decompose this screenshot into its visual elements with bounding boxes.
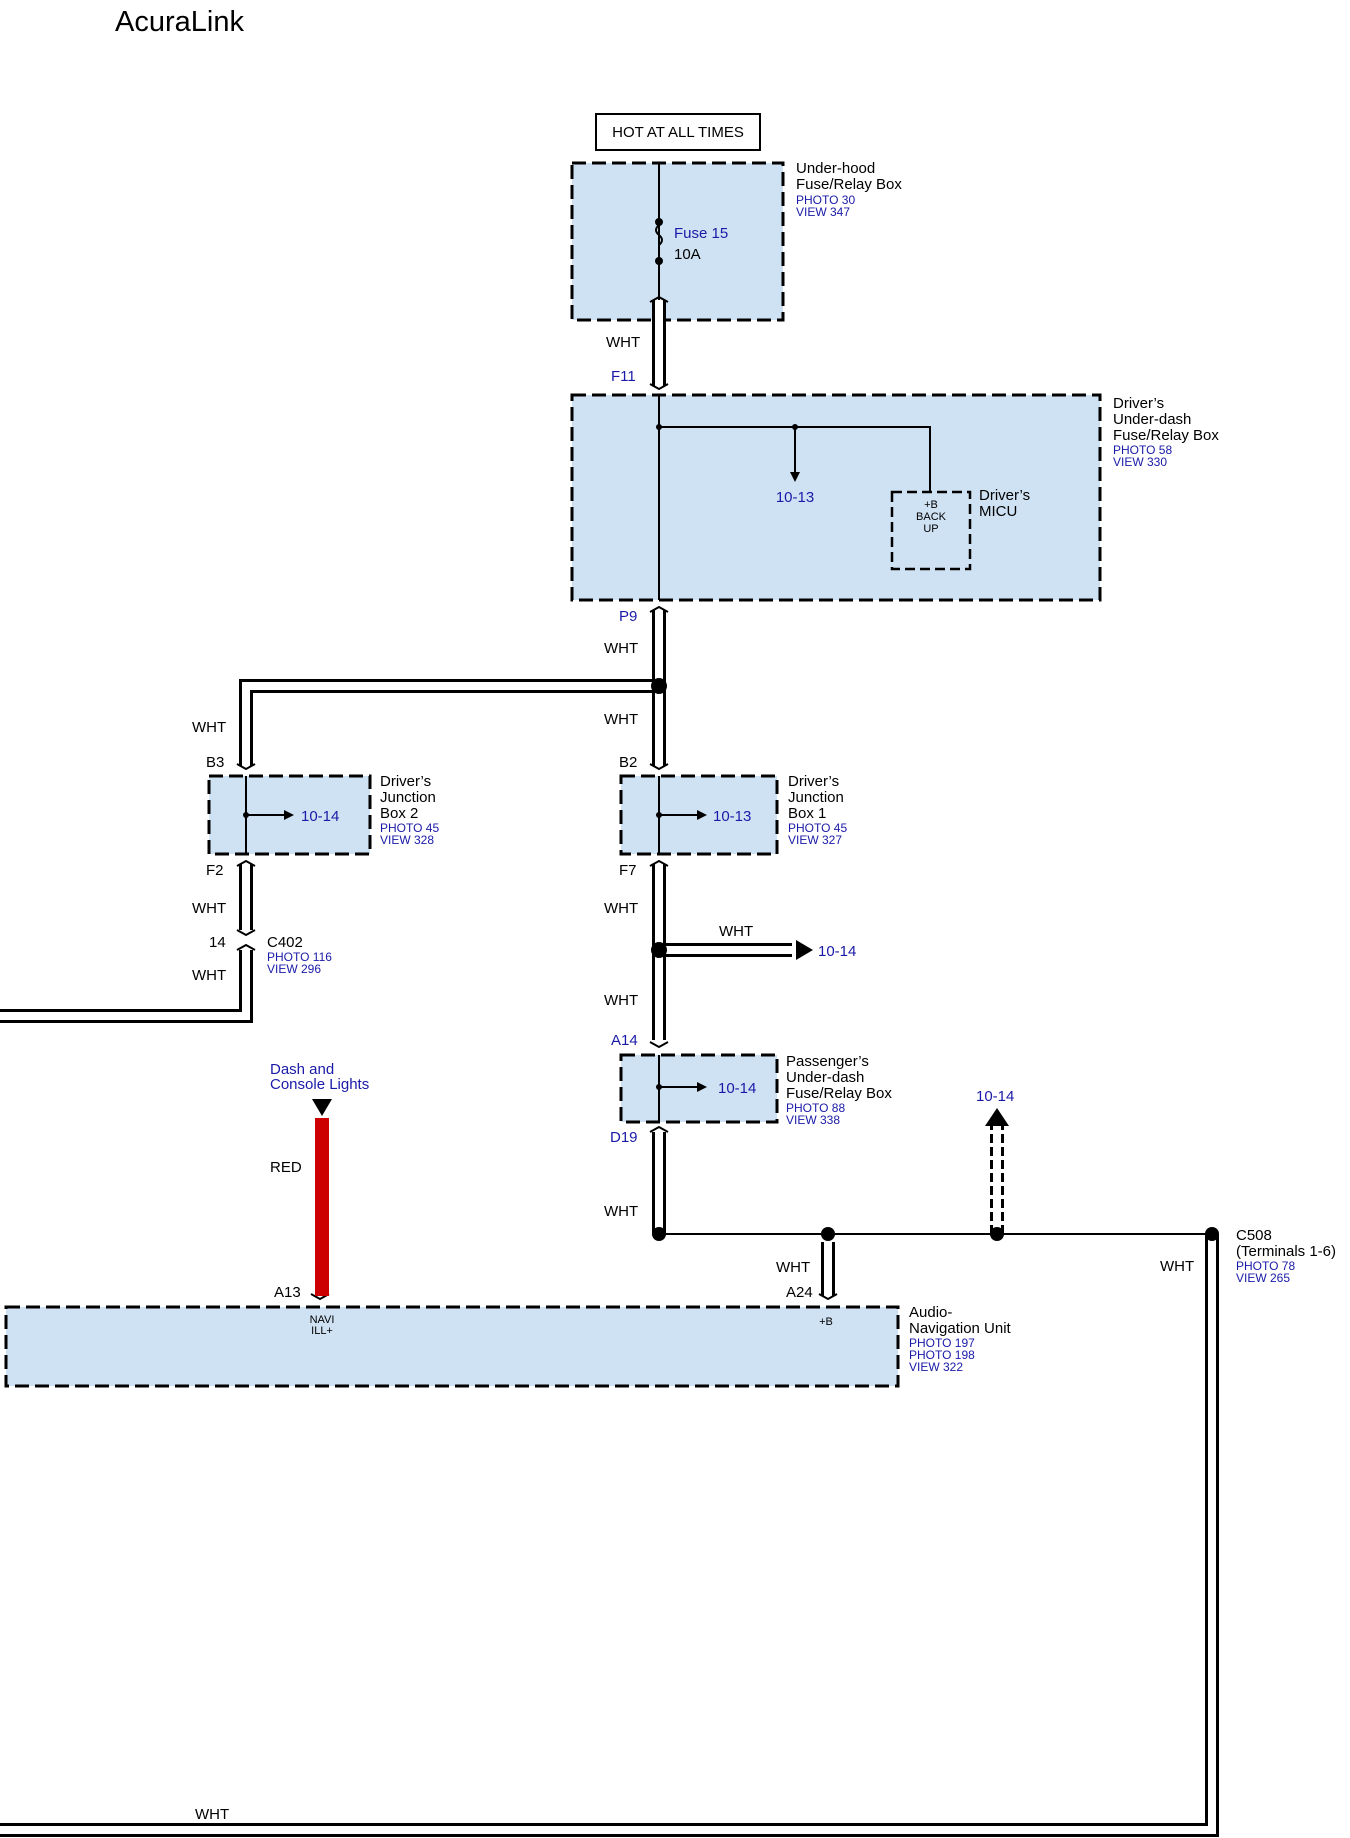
wht-wires [0, 300, 1219, 1837]
jb1-ref: 10-13 [713, 808, 751, 825]
hot-label: HOT AT ALL TIMES [612, 124, 744, 141]
c402-photo: PHOTO 116 [267, 950, 332, 964]
jb1-name-3: Box 1 [788, 805, 826, 822]
micu-name-1: Driver’s [979, 487, 1030, 504]
passenger-name-2: Under-dash [786, 1069, 864, 1086]
jb1-photo: PHOTO 45 [788, 821, 847, 835]
audio-navigation-unit [4, 1305, 900, 1388]
pin-navi-1: NAVI [310, 1314, 335, 1326]
jb1-name-1: Driver’s [788, 773, 839, 790]
passenger-name-1: Passenger’s [786, 1053, 869, 1070]
underhood-photo: PHOTO 30 [796, 193, 855, 207]
dash-lights-1: Dash and [270, 1061, 334, 1078]
wht-label: WHT [604, 1203, 638, 1220]
fuse-rating: 10A [674, 246, 701, 263]
jb2-ref: 10-14 [301, 808, 339, 825]
underhood-fuse-box [570, 161, 785, 322]
c508-photo: PHOTO 78 [1236, 1259, 1295, 1273]
c402-name: C402 [267, 934, 303, 951]
micu-pin-3: UP [923, 523, 938, 535]
hot-at-all-times-box [595, 113, 761, 151]
terminal-f11: F11 [611, 368, 636, 385]
terminal-b3: B3 [206, 754, 224, 771]
jb2-name-1: Driver’s [380, 773, 431, 790]
terminal-b2: B2 [619, 754, 637, 771]
c508-terminals: (Terminals 1-6) [1236, 1243, 1336, 1260]
fuse-symbol [655, 218, 663, 265]
jb2-photo: PHOTO 45 [380, 821, 439, 835]
terminal-p9: P9 [619, 608, 637, 625]
underhood-view: VIEW 347 [796, 205, 850, 219]
terminal-f2: F2 [206, 862, 224, 879]
pin-navi-2: ILL+ [311, 1325, 333, 1337]
micu-name-2: MICU [979, 503, 1017, 520]
c402-pin: 14 [209, 934, 226, 951]
pin-b: +B [819, 1316, 833, 1328]
wht-label: WHT [604, 992, 638, 1009]
micu-box [890, 490, 972, 571]
wht-label: WHT [192, 967, 226, 984]
jb2-view: VIEW 328 [380, 833, 434, 847]
underhood-name-2: Fuse/Relay Box [796, 176, 902, 193]
jb1-name-2: Junction [788, 789, 844, 806]
up-arrow-ref: 10-14 [976, 1088, 1014, 1105]
micu-pin-1: +B [924, 499, 938, 511]
terminal-a24: A24 [786, 1284, 813, 1301]
terminal-d19: D19 [610, 1129, 638, 1146]
underdash-name-1: Driver’s [1113, 395, 1164, 412]
wht-label: WHT [192, 719, 226, 736]
underdash-photo: PHOTO 58 [1113, 443, 1172, 457]
red-wire [315, 1118, 329, 1296]
wht-label: WHT [1160, 1258, 1194, 1275]
c508-view: VIEW 265 [1236, 1271, 1290, 1285]
audio-photo-1: PHOTO 197 [909, 1336, 975, 1350]
connector-caps [236, 295, 838, 1301]
audio-name-1: Audio- [909, 1304, 952, 1321]
terminal-a14: A14 [611, 1032, 638, 1049]
underdash-name-3: Fuse/Relay Box [1113, 427, 1219, 444]
splice-dots [243, 424, 1219, 1241]
underhood-name-1: Under-hood [796, 160, 875, 177]
terminal-a13: A13 [274, 1284, 301, 1301]
boxes [4, 161, 1102, 1388]
labels: HOT AT ALL TIMES Under-hood Fuse/Relay B… [192, 124, 1336, 1823]
wht-label: WHT [604, 711, 638, 728]
audio-photo-2: PHOTO 198 [909, 1348, 975, 1362]
passenger-photo: PHOTO 88 [786, 1101, 845, 1115]
dash-lights-2: Console Lights [270, 1076, 369, 1093]
c402-view: VIEW 296 [267, 962, 321, 976]
branch-ref: 10-14 [818, 943, 856, 960]
jb1-view: VIEW 327 [788, 833, 842, 847]
passenger-ref: 10-14 [718, 1080, 756, 1097]
terminal-f7: F7 [619, 862, 637, 879]
audio-name-2: Navigation Unit [909, 1320, 1012, 1337]
wht-label: WHT [604, 900, 638, 917]
wht-label: WHT [192, 900, 226, 917]
passenger-view: VIEW 338 [786, 1113, 840, 1127]
jb2-name-3: Box 2 [380, 805, 418, 822]
red-label: RED [270, 1159, 302, 1176]
jb2-name-2: Junction [380, 789, 436, 806]
audio-view: VIEW 322 [909, 1360, 963, 1374]
underdash-view: VIEW 330 [1113, 455, 1167, 469]
passenger-name-3: Fuse/Relay Box [786, 1085, 892, 1102]
wht-label: WHT [606, 334, 640, 351]
c508-name: C508 [1236, 1227, 1272, 1244]
wht-label: WHT [719, 923, 753, 940]
underdash-name-2: Under-dash [1113, 411, 1191, 428]
wht-label: WHT [604, 640, 638, 657]
underdash-ref: 10-13 [776, 489, 814, 506]
page-title: AcuraLink [115, 6, 244, 38]
dash-lights-arrow [312, 1099, 332, 1116]
up-arrow [985, 1108, 1009, 1126]
wht-label: WHT [195, 1806, 229, 1823]
branch-arrow-right [796, 940, 813, 960]
fuse-label: Fuse 15 [674, 225, 728, 242]
wht-label: WHT [776, 1259, 810, 1276]
micu-pin-2: BACK [916, 511, 947, 523]
